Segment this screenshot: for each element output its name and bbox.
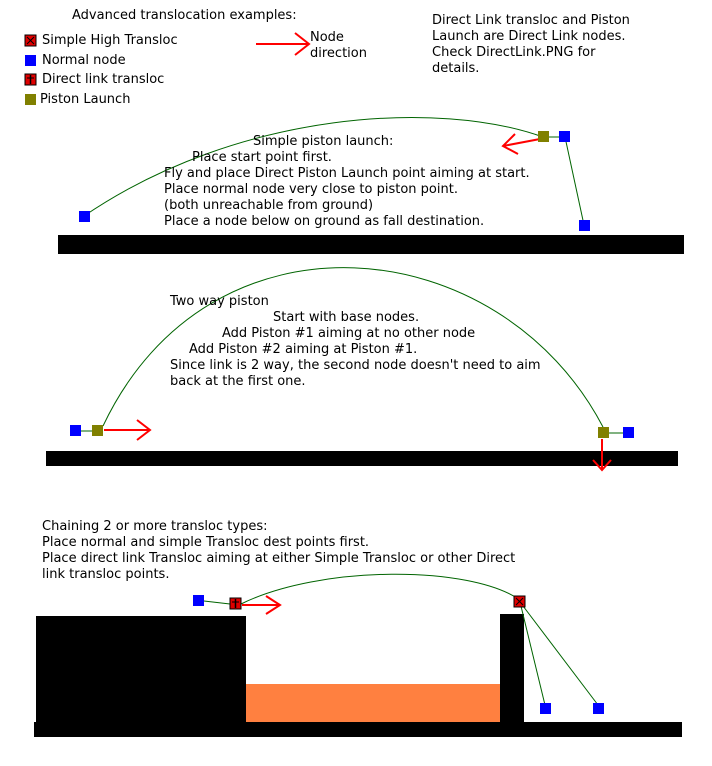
- normal-node-icon: [25, 55, 36, 66]
- piston-launch-icon: [25, 94, 36, 105]
- section3-line-2: Place direct link Transloc aiming at eit…: [42, 551, 516, 566]
- note-line-4: details.: [432, 61, 480, 76]
- left-block-3: [36, 616, 246, 726]
- note-line-1: Direct Link transloc and Piston: [432, 13, 630, 28]
- section1-line-2: Fly and place Direct Piston Launch point…: [164, 166, 530, 181]
- normal-node-1: [559, 131, 570, 142]
- base-node-left-2: [70, 425, 81, 436]
- section2-title: Two way piston: [170, 294, 269, 309]
- start-node-3: [193, 595, 204, 606]
- direct-link-transloc-node-3: [229, 597, 242, 610]
- section3-line-1: Place normal and simple Transloc dest po…: [42, 535, 370, 550]
- legend-label-piston-launch: Piston Launch: [40, 92, 131, 107]
- link-curve-2: [102, 267, 604, 428]
- direct-link-transloc-icon: [24, 73, 37, 86]
- section1-line-3: Place normal node very close to piston p…: [164, 182, 458, 197]
- link-line-1: [564, 136, 585, 226]
- start-node-1: [79, 211, 90, 222]
- link-base-3: [203, 600, 231, 605]
- legend-label-simple-transloc: Simple High Transloc: [42, 33, 178, 48]
- transloc-direction-arrow-3: [242, 595, 282, 615]
- section3-line-3: link transloc points.: [42, 567, 170, 582]
- legend-label-normal-node: Normal node: [42, 53, 126, 68]
- piston-node-left-2: [92, 425, 103, 436]
- pillar-3: [500, 614, 524, 724]
- ground-platform-2: [46, 451, 678, 466]
- direction-label-line-1: Node: [310, 30, 344, 45]
- section2-line-2: Add Piston #1 aiming at no other node: [222, 326, 476, 341]
- section1-line-5: Place a node below on ground as fall des…: [164, 214, 485, 229]
- section2-line-4: Since link is 2 way, the second node doe…: [170, 358, 541, 373]
- base-node-right-2: [623, 427, 634, 438]
- section2-line-1: Start with base nodes.: [273, 310, 420, 325]
- dest-node-b-3: [593, 703, 604, 714]
- fall-node-1: [579, 220, 590, 231]
- simple-transloc-icon: [24, 34, 37, 47]
- piston-node-right-2: [598, 427, 609, 438]
- dest-node-a-3: [540, 703, 551, 714]
- note-line-2: Launch are Direct Link nodes.: [432, 29, 626, 44]
- link-curve-3: [240, 573, 521, 605]
- simple-transloc-node-3: [513, 595, 526, 608]
- node-direction-arrow: [256, 32, 311, 56]
- section2-line-3: Add Piston #2 aiming at Piston #1.: [189, 342, 418, 357]
- note-line-3: Check DirectLink.PNG for: [432, 45, 596, 60]
- piston-node-1: [538, 131, 549, 142]
- piston-direction-arrow-2b: [592, 439, 612, 472]
- section1-line-4: (both unreachable from ground): [164, 198, 374, 213]
- piston-direction-arrow-1: [501, 133, 541, 155]
- section3-title: Chaining 2 or more transloc types:: [42, 519, 268, 534]
- link-curve-1: [83, 117, 544, 217]
- piston-direction-arrow-2a: [104, 419, 152, 441]
- section1-line-1: Place start point first.: [192, 150, 332, 165]
- lava-pool-3: [246, 684, 500, 722]
- section2-line-5: back at the first one.: [170, 374, 306, 389]
- legend-label-direct-link-transloc: Direct link transloc: [42, 72, 165, 87]
- direction-label-line-2: direction: [310, 46, 367, 61]
- link-to-node-a-3: [519, 601, 546, 706]
- ground-platform-1: [58, 235, 684, 254]
- link-to-node-b-3: [519, 601, 599, 706]
- section1-title: Simple piston launch:: [253, 134, 394, 149]
- diagram-title: Advanced translocation examples:: [72, 8, 297, 23]
